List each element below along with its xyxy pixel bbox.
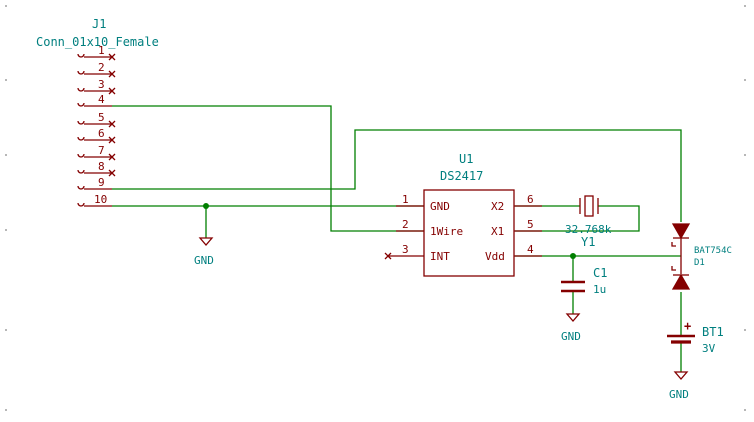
- rtc-ref-label: U1: [459, 152, 473, 166]
- rtc-pin-number-gnd: 1: [402, 193, 409, 206]
- connector-socket-4: [77, 102, 85, 107]
- diode-pin-stub: [671, 242, 676, 247]
- no-connect-marker: [108, 70, 116, 78]
- no-connect-marker: [108, 120, 116, 128]
- connector-socket-1: [77, 53, 85, 58]
- connector-socket-5: [77, 120, 85, 125]
- rtc-pin-number-onewire: 2: [402, 218, 409, 231]
- crystal-y1[interactable]: 32.768k Y1: [565, 195, 612, 249]
- rtc-chip-u1[interactable]: U1 DS2417 1 GND 2 1Wire 3 INT 6 X2 5 X1 …: [384, 152, 542, 277]
- no-connect-marker: [108, 153, 116, 161]
- connector-pin-number-1: 1: [98, 44, 105, 57]
- junction-dot-gnd: [203, 203, 209, 209]
- connector-value-label: Conn_01x10_Female: [36, 35, 159, 49]
- no-connect-marker: [384, 252, 392, 260]
- rtc-pin-name-x1: X1: [491, 225, 504, 238]
- diode-value-label: BAT754C: [694, 246, 732, 256]
- junction-dot-vdd: [570, 253, 576, 259]
- battery-plus-sign: +: [684, 319, 691, 333]
- rtc-pin-number-x1: 5: [527, 218, 534, 231]
- crystal-ref-label: Y1: [581, 235, 595, 249]
- rtc-pin-number-int: 3: [402, 243, 409, 256]
- diode-triangle-bottom: [671, 273, 691, 290]
- connector-pin-number-8: 8: [98, 160, 105, 173]
- gnd-symbol-3: GND: [669, 371, 689, 401]
- connector-pin-number-9: 9: [98, 176, 105, 189]
- connector-socket-6: [77, 136, 85, 141]
- rtc-pin-number-vdd: 4: [527, 243, 534, 256]
- rtc-value-label: DS2417: [440, 169, 483, 183]
- connector-pin-number-3: 3: [98, 78, 105, 91]
- connector-pin-number-4: 4: [98, 93, 105, 106]
- connector-j1[interactable]: J1 Conn_01x10_Female 1 2 3 4 5 6: [36, 17, 159, 207]
- connector-pin-number-2: 2: [98, 61, 105, 74]
- wire-vbus-net[interactable]: [112, 129, 682, 222]
- wire-x1-net[interactable]: [515, 205, 640, 232]
- capacitor-value-label: 1u: [593, 283, 606, 296]
- crystal-value-label: 32.768k: [565, 223, 612, 236]
- connector-socket-3: [77, 87, 85, 92]
- wires: [112, 105, 682, 372]
- wire-onewire-net[interactable]: [112, 105, 424, 232]
- connector-pin-number-6: 6: [98, 127, 105, 140]
- diode-ref-label: D1: [694, 258, 705, 268]
- gnd-symbol-1: GND: [194, 237, 214, 267]
- connector-socket-8: [77, 169, 85, 174]
- background-grid: [5, 5, 746, 411]
- crystal-body: [584, 195, 594, 217]
- no-connect-marker: [108, 136, 116, 144]
- gnd-label: GND: [561, 330, 581, 343]
- no-connect-marker: [108, 87, 116, 95]
- diode-triangle-top: [671, 223, 691, 240]
- connector-pin-number-5: 5: [98, 111, 105, 124]
- battery-value-label: 3V: [702, 342, 716, 355]
- rtc-pin-name-onewire: 1Wire: [430, 225, 463, 238]
- diode-d1[interactable]: BAT754C D1: [671, 223, 732, 290]
- connector-socket-9: [77, 185, 85, 190]
- no-connect-marker: [108, 169, 116, 177]
- battery-ref-label: BT1: [702, 325, 724, 339]
- no-connect-marker: [108, 53, 116, 61]
- connector-pin-number-7: 7: [98, 144, 105, 157]
- battery-bt1[interactable]: + BT1 3V: [667, 319, 724, 355]
- connector-socket-2: [77, 70, 85, 75]
- rtc-pin-name-x2: X2: [491, 200, 504, 213]
- rtc-pin-name-int: INT: [430, 250, 450, 263]
- gnd-symbol-2: GND: [561, 313, 581, 343]
- gnd-label: GND: [194, 254, 214, 267]
- capacitor-ref-label: C1: [593, 266, 607, 280]
- rtc-pin-name-gnd: GND: [430, 200, 450, 213]
- connector-socket-10: [77, 202, 85, 207]
- rtc-pin-name-vdd: Vdd: [485, 250, 505, 263]
- rtc-pin-number-x2: 6: [527, 193, 534, 206]
- rtc-body: [423, 189, 515, 277]
- connector-socket-7: [77, 153, 85, 158]
- gnd-label: GND: [669, 388, 689, 401]
- connector-pin-number-10: 10: [94, 193, 107, 206]
- diode-pin-stub: [671, 266, 676, 271]
- connector-ref-label: J1: [92, 17, 106, 31]
- capacitor-c1[interactable]: C1 1u: [561, 266, 607, 296]
